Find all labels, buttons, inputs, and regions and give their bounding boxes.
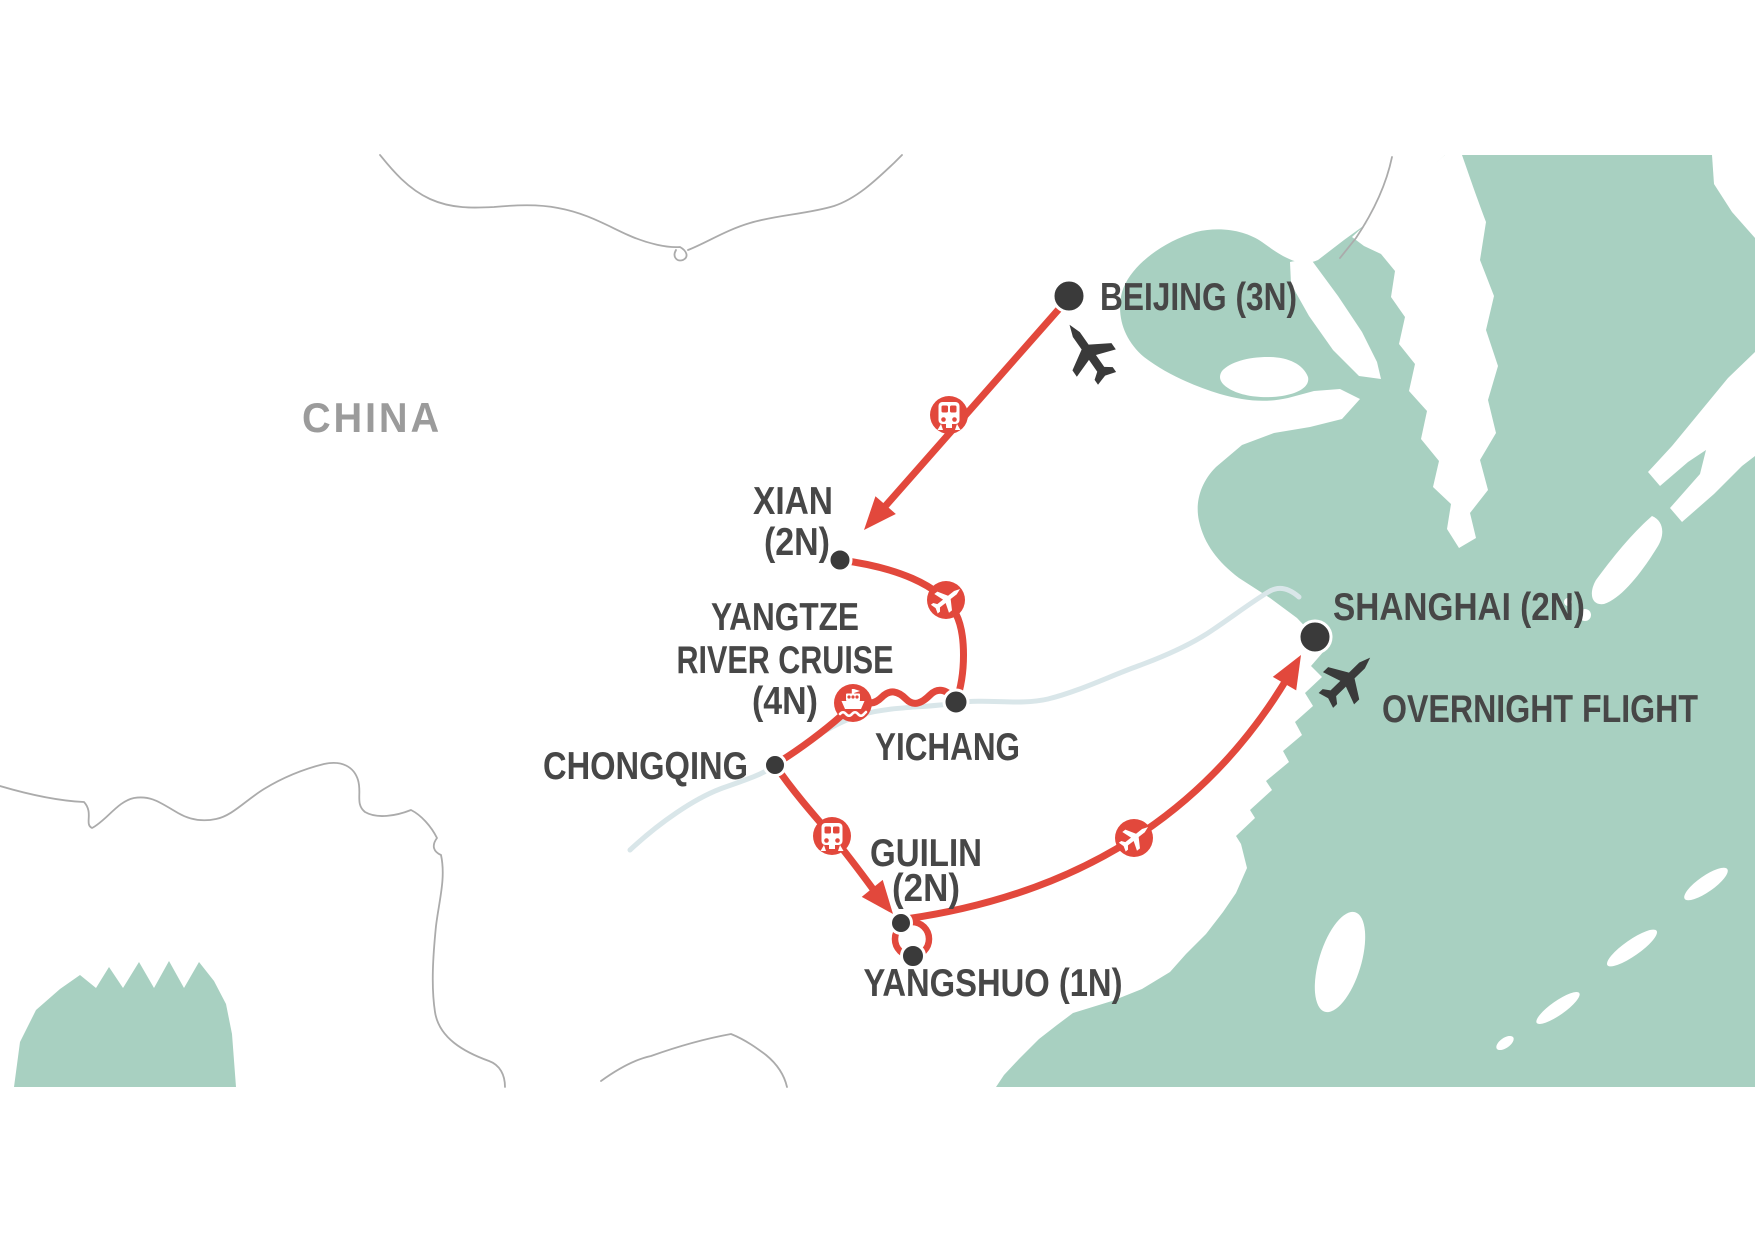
route-arrowhead bbox=[861, 879, 893, 914]
japan-islet bbox=[1579, 609, 1591, 621]
japan-honshu bbox=[1648, 352, 1755, 522]
train-icon bbox=[930, 396, 968, 434]
japan-islet bbox=[1564, 598, 1572, 606]
yichang-label: YICHANG bbox=[875, 726, 1020, 769]
xian-label-line2: (2N) bbox=[764, 521, 830, 564]
beijing-airplane-icon bbox=[1069, 324, 1117, 385]
chongqing-label: CHONGQING bbox=[543, 745, 748, 788]
japan-north-island bbox=[1712, 155, 1755, 238]
korea-peninsula bbox=[1352, 155, 1498, 548]
border-mongolia bbox=[379, 154, 903, 262]
yangshuo-label: YANGSHUO (1N) bbox=[864, 962, 1123, 1005]
flight-icon bbox=[927, 581, 965, 619]
border-northeast bbox=[1339, 156, 1393, 259]
guilin-label-line1: GUILIN bbox=[870, 832, 982, 875]
bay-shape bbox=[14, 961, 236, 1087]
shanghai-airplane-icon bbox=[1318, 657, 1371, 708]
route-beijing-xian bbox=[877, 297, 1070, 515]
japan-kyushu bbox=[1591, 516, 1663, 605]
cruise-ship-icon bbox=[834, 684, 872, 722]
ryukyu-island bbox=[1684, 867, 1728, 901]
liaodong-peninsula bbox=[1290, 258, 1381, 379]
yangshuo-marker bbox=[900, 943, 926, 969]
guilin-label-line2: (2N) bbox=[892, 867, 960, 910]
guilin-marker bbox=[889, 911, 913, 935]
ryukyu-island bbox=[1496, 1035, 1514, 1051]
taiwan-island bbox=[1314, 911, 1366, 1013]
ryukyu-island bbox=[1607, 929, 1657, 967]
yangtze-cruise-label-line1: YANGTZE bbox=[711, 596, 859, 639]
shanghai-label: SHANGHAI (2N) bbox=[1333, 586, 1585, 629]
shanghai-marker bbox=[1297, 619, 1333, 655]
sea-shape bbox=[996, 155, 1755, 1087]
flight-icon bbox=[1115, 819, 1153, 857]
route-cruise-chongqing bbox=[775, 712, 845, 766]
yangtze-river bbox=[627, 585, 1302, 853]
xian-label-line1: XIAN bbox=[753, 480, 833, 523]
yangtze-cruise-label-line3: (4N) bbox=[752, 680, 818, 723]
route-arrowhead bbox=[864, 496, 896, 530]
region-label: CHINA bbox=[302, 394, 442, 441]
ryukyu-island bbox=[1536, 992, 1580, 1024]
xian-marker bbox=[827, 547, 853, 573]
border-vietnam bbox=[600, 1033, 788, 1088]
beijing-marker bbox=[1051, 278, 1087, 314]
route-yichang-cruise bbox=[860, 686, 960, 707]
overnight-flight-label: OVERNIGHT FLIGHT bbox=[1382, 688, 1698, 731]
route-arrowhead bbox=[1272, 655, 1301, 691]
yangtze-cruise-label-line2: RIVER CRUISE bbox=[677, 639, 894, 682]
shandong-peninsula bbox=[1220, 357, 1309, 398]
chongqing-marker bbox=[763, 753, 787, 777]
beijing-label: BEIJING (3N) bbox=[1100, 276, 1297, 319]
border-southwest bbox=[0, 762, 506, 1088]
yichang-marker bbox=[942, 688, 970, 716]
train-icon bbox=[813, 817, 851, 855]
